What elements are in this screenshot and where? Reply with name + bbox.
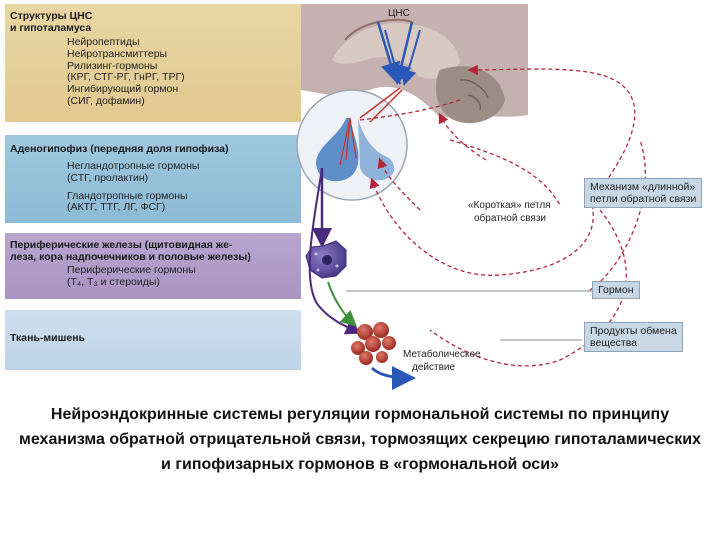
band-adenohypophysis: Аденогипофиз (передняя доля гипофиза) Не…	[5, 135, 301, 225]
metabolic-label-line1: Метаболическое	[403, 348, 481, 360]
hormone-callout: Гормон	[592, 281, 640, 299]
green-arrow	[327, 281, 357, 327]
band-target-tissue: Ткань-мишень	[5, 310, 301, 372]
metabolic-label-line2: действие	[412, 362, 455, 373]
band-cns-item: (СИГ, дофамин)	[67, 94, 145, 107]
band-adeno-item: Гландотропные гормоны	[67, 189, 188, 202]
band-cns-hypothalamus: Структуры ЦНС и гипоталамуса Нейропептид…	[5, 4, 301, 124]
band-cns-item: (КРГ, СТГ-РГ, ГнРГ, ТРГ)	[67, 71, 185, 84]
band-cns-item: Ингибирующий гормон	[67, 83, 179, 96]
long-loop-callout: Механизм «длинной» петли обратной связи	[584, 178, 703, 208]
band-adeno-title: Аденогипофиз (передняя доля гипофиза)	[10, 143, 229, 155]
short-loop-label-line2: обратной связи	[474, 212, 546, 224]
nerve-arrows	[359, 21, 421, 123]
peripheral-gland	[305, 168, 347, 279]
band-tissue-title: Ткань-мишень	[10, 332, 86, 344]
band-adeno-item: (СТГ, пролактин)	[67, 171, 149, 184]
products-callout: Продукты обмена вещества	[584, 322, 683, 352]
band-periph-item: (Т₄, Т₃ и стероиды)	[67, 275, 160, 288]
band-peripheral-glands: Периферические железы (щитовидная же- ле…	[5, 233, 301, 301]
feedback-diagram: ЦНС «Короткая» петля обратной связи Мета…	[296, 4, 646, 390]
diagram-area: Структуры ЦНС и гипоталамуса Нейропептид…	[5, 4, 703, 390]
target-cells	[351, 322, 396, 365]
band-cns-list: Нейропептиды Нейротрансмиттеры Рилизинг-…	[67, 36, 185, 108]
band-periph-title: Периферические железы (щитовидная же- ле…	[10, 239, 251, 263]
metabolic-arrow	[370, 365, 416, 390]
brain-section	[301, 4, 528, 124]
band-adeno-item: (АКТГ, ТТГ, ЛГ, ФСГ)	[67, 201, 166, 214]
band-adeno-list: Негландотропные гормоны (СТГ, пролактин)…	[67, 160, 200, 214]
band-periph-list: Периферические гормоны (Т₄, Т₃ и стероид…	[67, 264, 196, 289]
figure-caption: Нейроэндокринные системы регуляции гормо…	[19, 406, 701, 473]
cns-label: ЦНС	[388, 8, 410, 19]
band-adeno-item: Негландотропные гормоны	[67, 160, 200, 172]
band-cns-title: Структуры ЦНС и гипоталамуса	[10, 10, 93, 34]
feedback-loops	[359, 64, 646, 367]
band-cns-item: Нейротрансмиттеры	[67, 47, 168, 60]
band-periph-item: Периферические гормоны	[67, 264, 196, 276]
band-cns-item: Рилизинг-гормоны	[67, 59, 158, 72]
band-cns-item: Нейропептиды	[67, 36, 140, 48]
short-loop-label-line1: «Короткая» петля	[468, 200, 551, 211]
